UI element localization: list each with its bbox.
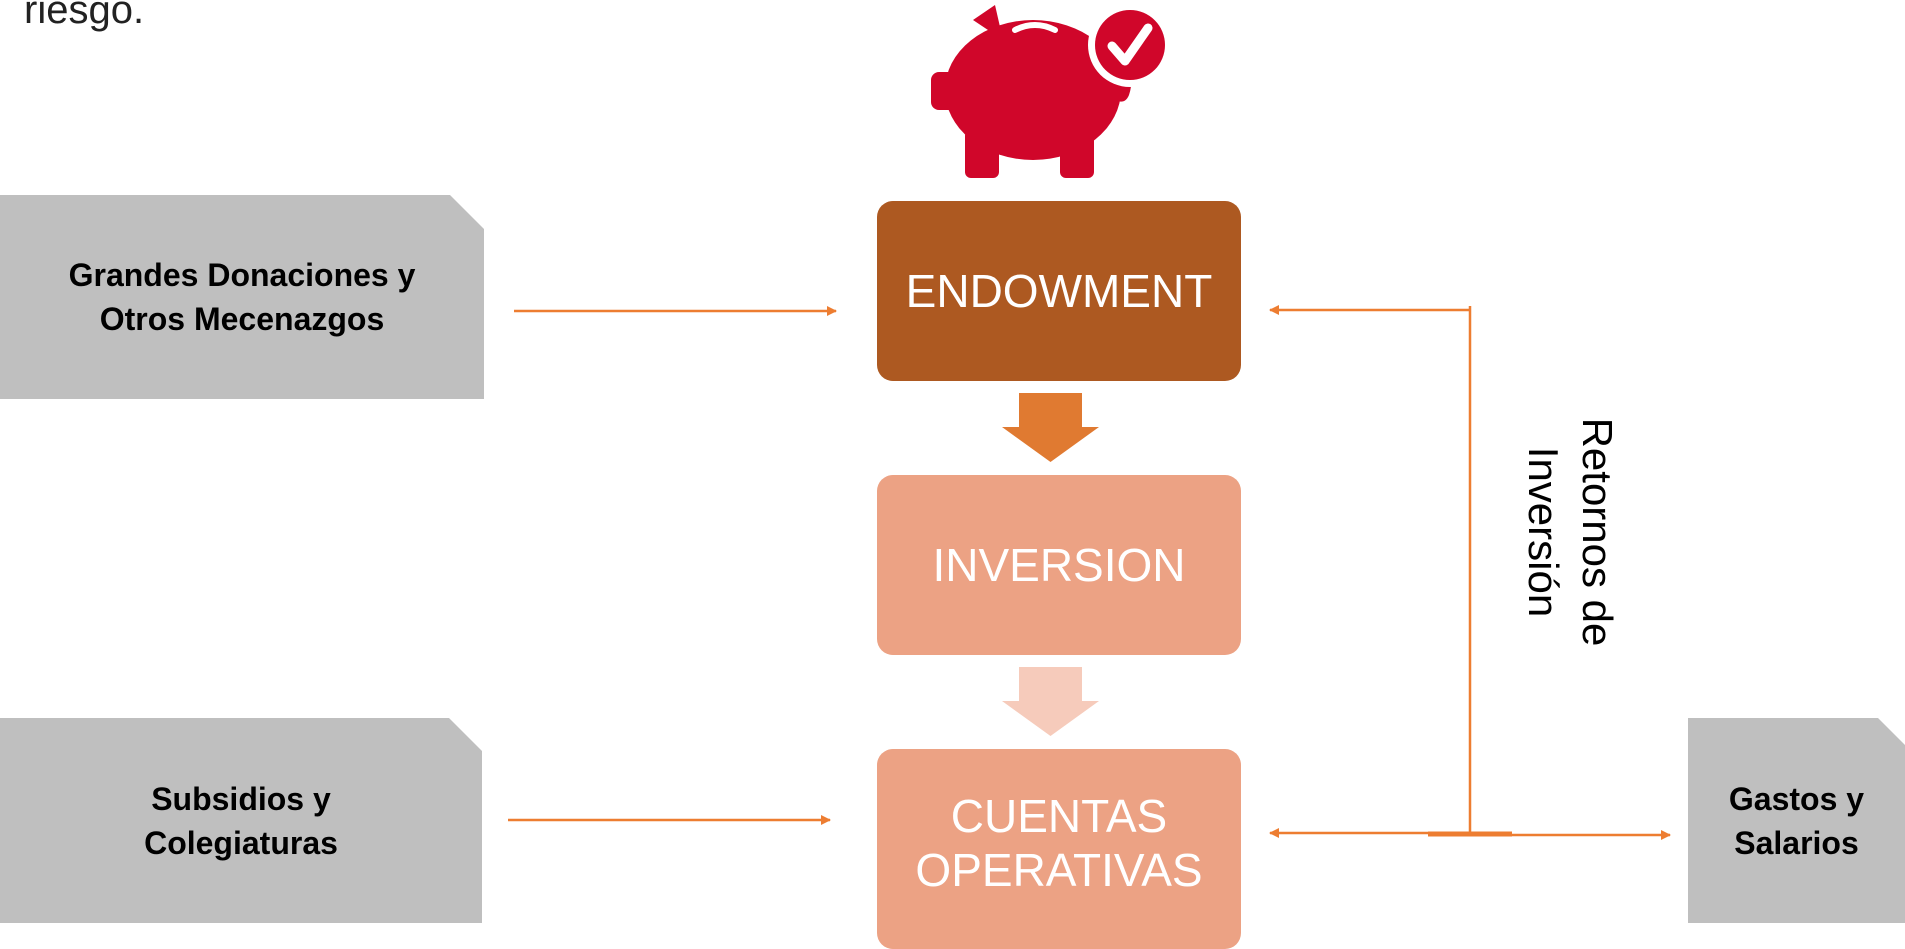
- inversion-box: INVERSION: [877, 475, 1241, 655]
- endowment-box: ENDOWMENT: [877, 201, 1241, 381]
- note-gastos-line1: Gastos y: [1728, 780, 1865, 817]
- note-grandes-donaciones: Grandes Donaciones y Otros Mecenazgos: [0, 195, 484, 399]
- note-donaciones-line1: Grandes Donaciones y: [68, 257, 416, 293]
- connectors-layer: [508, 305, 1671, 840]
- cuentas-line1: CUENTAS: [950, 790, 1168, 842]
- note-gastos: Gastos y Salarios: [1688, 718, 1905, 923]
- header-text: riesgo.: [24, 0, 145, 32]
- piggy-bank-check-icon: [931, 3, 1172, 178]
- cuentas-line2: OPERATIVAS: [915, 844, 1203, 896]
- note-subsidios: Subsidios y Colegiaturas: [0, 718, 482, 923]
- note-donaciones-line2: Otros Mecenazgos: [99, 301, 385, 337]
- down-arrow-endowment-to-inversion: [1002, 393, 1099, 462]
- cuentas-operativas-box: CUENTAS OPERATIVAS: [877, 749, 1241, 949]
- note-subsidios-line1: Subsidios y: [151, 780, 331, 817]
- down-arrow-inversion-to-cuentas: [1002, 667, 1099, 736]
- note-subsidios-line2: Colegiaturas: [144, 824, 338, 861]
- note-gastos-line2: Salarios: [1734, 824, 1859, 861]
